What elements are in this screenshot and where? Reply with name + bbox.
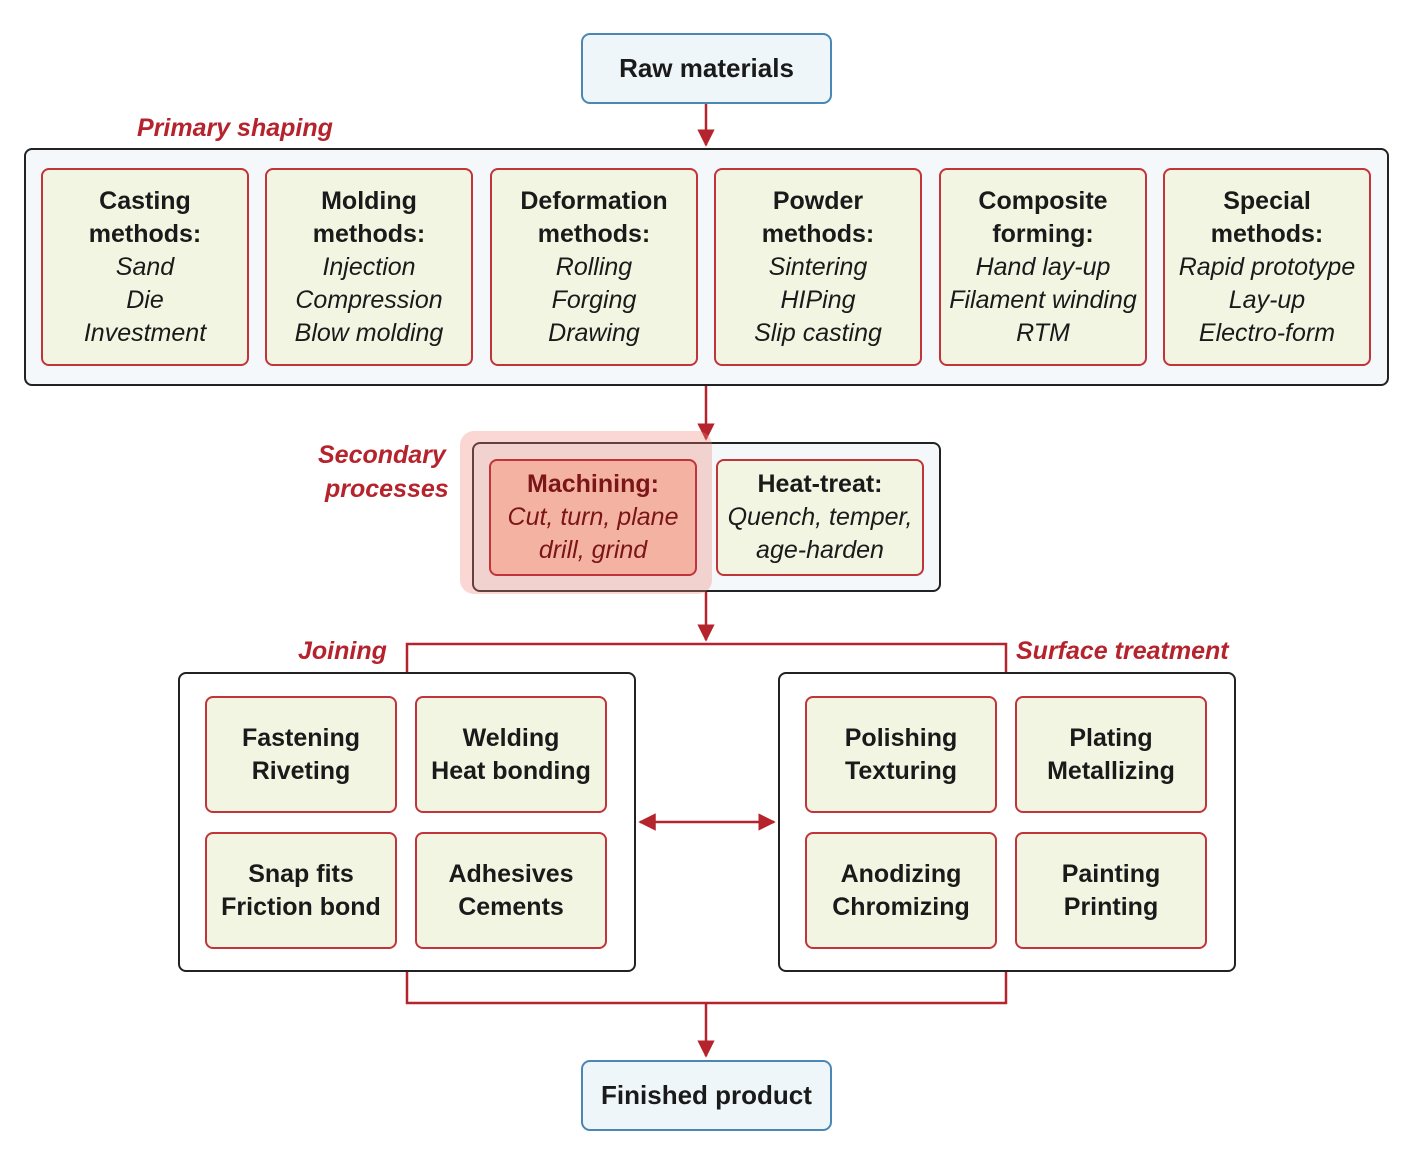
card-heading: Heat-treat: [757,470,883,498]
powder-card: Powder methods: Sintering HIPing Slip ca… [714,168,922,366]
card-heading: Molding [321,186,417,215]
card-item: Compression [295,285,443,314]
snap-fits-card: Snap fits Friction bond [205,832,397,949]
card-item: Blow molding [294,318,444,347]
finished-product-box: Finished product [581,1060,832,1131]
card-item: Electro-form [1198,318,1336,347]
card-heading: Casting [99,186,191,215]
card-line: Plating [1069,723,1153,752]
card-line: Anodizing [840,859,962,888]
card-item: Cut, turn, plane [507,503,679,531]
finished-product-text: Finished product [601,1080,812,1110]
card-item: Hand lay-up [975,252,1111,281]
card-item: RTM [1016,318,1070,347]
card-line: Snap fits [248,859,354,888]
surface-treatment-label: Surface treatment [1016,637,1229,665]
card-line: Painting [1061,859,1161,888]
card-line: Fastening [241,723,361,752]
polishing-card: Polishing Texturing [805,696,997,813]
card-item: Sand [115,252,175,281]
card-item: Forging [551,285,637,314]
composite-card: Composite forming: Hand lay-up Filament … [939,168,1147,366]
card-line: Metallizing [1047,756,1175,785]
card-heading: Machining: [527,470,659,498]
card-item: Quench, temper, [727,503,913,531]
plating-card: Plating Metallizing [1015,696,1207,813]
card-item: Die [126,285,164,314]
card-heading: Composite [978,186,1108,215]
card-line: Riveting [251,756,351,785]
card-line: Chromizing [832,892,970,921]
card-line: Welding [462,723,560,752]
card-line: Cements [458,892,564,921]
primary-shaping-label: Primary shaping [137,114,333,142]
card-line: Polishing [844,723,958,752]
card-item: HIPing [780,285,856,314]
card-item: Investment [83,318,207,347]
card-item: age-harden [756,536,884,564]
card-item: Rapid prototype [1178,252,1356,281]
machining-card: Machining: Cut, turn, plane drill, grind [489,459,697,576]
card-item: Filament winding [949,285,1137,314]
casting-card: Casting methods: Sand Die Investment [41,168,249,366]
card-heading: methods: [312,219,426,248]
card-heading: Special [1223,186,1311,215]
secondary-label-line2: processes [325,475,449,503]
card-line: Printing [1063,892,1159,921]
card-item: Drawing [548,318,640,347]
card-item: Sintering [768,252,868,281]
adhesives-card: Adhesives Cements [415,832,607,949]
card-heading: Powder [772,186,864,215]
card-heading: methods: [1210,219,1324,248]
card-heading: methods: [761,219,875,248]
card-heading: methods: [88,219,202,248]
heat-treat-card: Heat-treat: Quench, temper, age-harden [716,459,924,576]
joining-label: Joining [298,637,387,665]
merge-line-bottom [405,972,1008,1005]
anodizing-card: Anodizing Chromizing [805,832,997,949]
card-heading: forming: [992,219,1094,248]
welding-card: Welding Heat bonding [415,696,607,813]
raw-materials-box: Raw materials [581,33,832,104]
card-line: Heat bonding [431,756,591,785]
special-card: Special methods: Rapid prototype Lay-up … [1163,168,1371,366]
card-line: Friction bond [221,892,381,921]
card-item: drill, grind [538,536,648,564]
split-line-top [405,642,1008,672]
card-line: Texturing [844,756,958,785]
secondary-label-line1: Secondary [318,441,446,469]
deformation-card: Deformation methods: Rolling Forging Dra… [490,168,698,366]
primary-shaping-group [24,148,1389,386]
card-item: Injection [322,252,416,281]
molding-card: Molding methods: Injection Compression B… [265,168,473,366]
raw-materials-text: Raw materials [619,53,794,83]
card-item: Slip casting [754,318,882,347]
card-heading: Deformation [520,186,668,215]
fastening-card: Fastening Riveting [205,696,397,813]
card-item: Lay-up [1228,285,1306,314]
painting-card: Painting Printing [1015,832,1207,949]
card-line: Adhesives [448,859,574,888]
card-heading: methods: [537,219,651,248]
card-item: Rolling [555,252,633,281]
